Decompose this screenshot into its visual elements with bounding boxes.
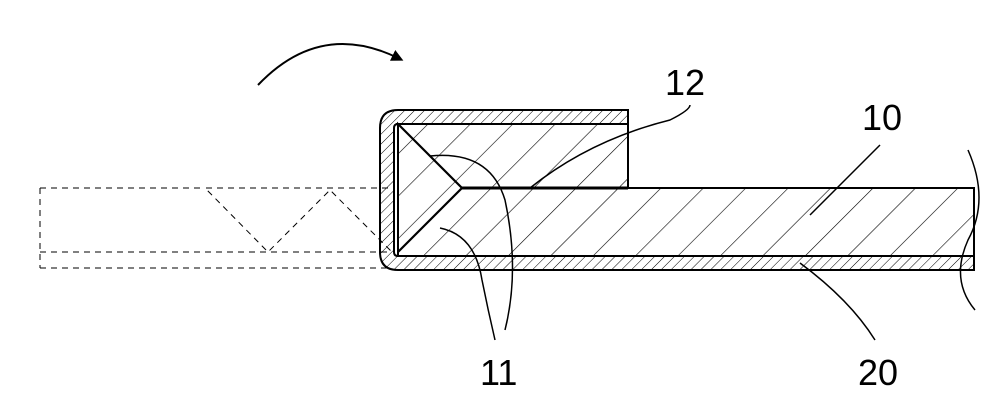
label-corner-bevel: 11 bbox=[480, 352, 517, 393]
label-cover-sheet: 20 bbox=[858, 352, 898, 393]
label-folded-flap: 12 bbox=[665, 62, 705, 103]
leader-20 bbox=[800, 263, 875, 340]
label-panel: 10 bbox=[862, 97, 902, 138]
panel bbox=[398, 188, 974, 256]
unfolded-flap-outline bbox=[40, 188, 392, 268]
curved-arrow-icon bbox=[258, 44, 398, 85]
